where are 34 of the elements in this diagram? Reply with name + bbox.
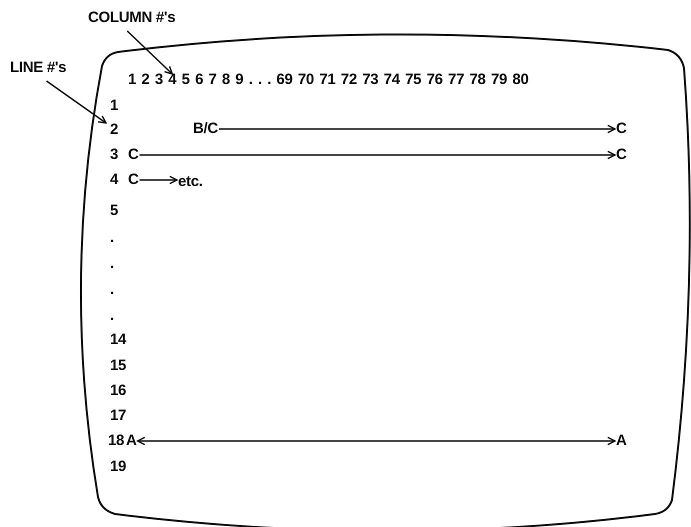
line-number: 4: [110, 171, 118, 189]
line-number: .: [110, 307, 114, 325]
line-number: .: [110, 255, 114, 273]
line-number: .: [110, 281, 114, 299]
callout-label: LINE #'s: [10, 59, 66, 77]
code-letter: A: [616, 432, 627, 450]
code-letter: C: [616, 120, 627, 138]
code-letter: C: [128, 171, 139, 189]
arrow: [140, 150, 616, 160]
line-number: 18: [108, 432, 124, 450]
line-number: 14: [110, 331, 126, 349]
line-number: 3: [110, 146, 118, 164]
arrow: [136, 436, 616, 446]
leader-line: [46, 80, 107, 124]
line-number: .: [110, 229, 114, 247]
code-letter: C: [616, 146, 627, 164]
leader-line: [126, 30, 173, 75]
line-number: 19: [110, 458, 126, 476]
line-number: 15: [110, 357, 126, 375]
column-numbers: 1 2 3: [128, 71, 163, 89]
callout-label: COLUMN #'s: [88, 9, 176, 27]
column-numbers: 5 6 7 8 9 . . . 69 70 71 72 73 74 75 76 77 78 79 80: [182, 71, 528, 89]
line-number: 17: [110, 407, 126, 425]
line-number: 5: [110, 202, 118, 220]
line-number: 16: [110, 382, 126, 400]
column-number: 4: [168, 71, 176, 89]
line-number: 1: [110, 97, 118, 115]
code-letter: C: [128, 146, 139, 164]
code-text: B/C: [193, 120, 218, 138]
line-number: 2: [110, 121, 118, 139]
arrow: [140, 176, 178, 184]
code-letter: A: [126, 432, 137, 450]
continuation-text: etc.: [178, 173, 203, 191]
arrow: [218, 124, 616, 134]
